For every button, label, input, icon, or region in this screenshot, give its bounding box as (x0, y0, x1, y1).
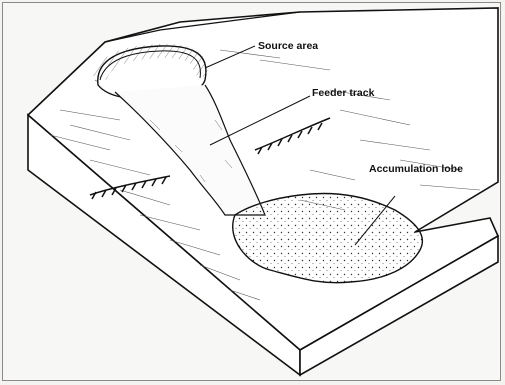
label-accumulation-lobe: Accumulation lobe (369, 163, 463, 175)
label-source-area: Source area (258, 40, 318, 52)
label-feeder-track: Feeder track (312, 87, 375, 99)
